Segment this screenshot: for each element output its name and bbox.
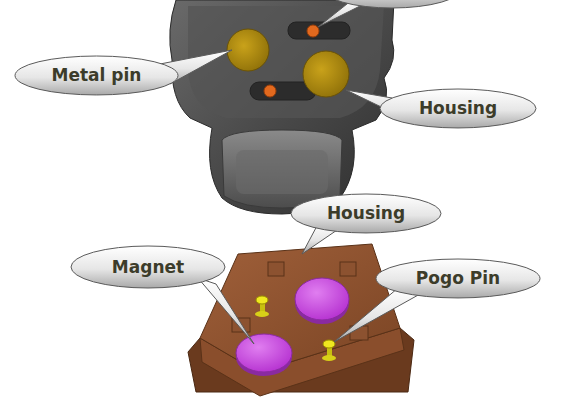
callout-label: Housing	[419, 98, 497, 118]
callout-bubble	[322, 0, 462, 8]
callout-label: Metal pin	[52, 65, 142, 85]
callout-tails	[160, 0, 420, 344]
callout-label: Housing	[327, 203, 405, 223]
callout-bubble: Pogo Pin	[375, 258, 541, 299]
grey-housing	[170, 0, 394, 214]
callout-bubble: Magnet	[70, 245, 226, 289]
callout-bubble: Housing	[379, 88, 537, 129]
callout-label: Magnet	[112, 257, 184, 277]
callout-label: Pogo Pin	[416, 268, 500, 288]
callout-bubble: Housing	[290, 193, 442, 234]
callout-bubble: Metal pin	[14, 55, 179, 96]
